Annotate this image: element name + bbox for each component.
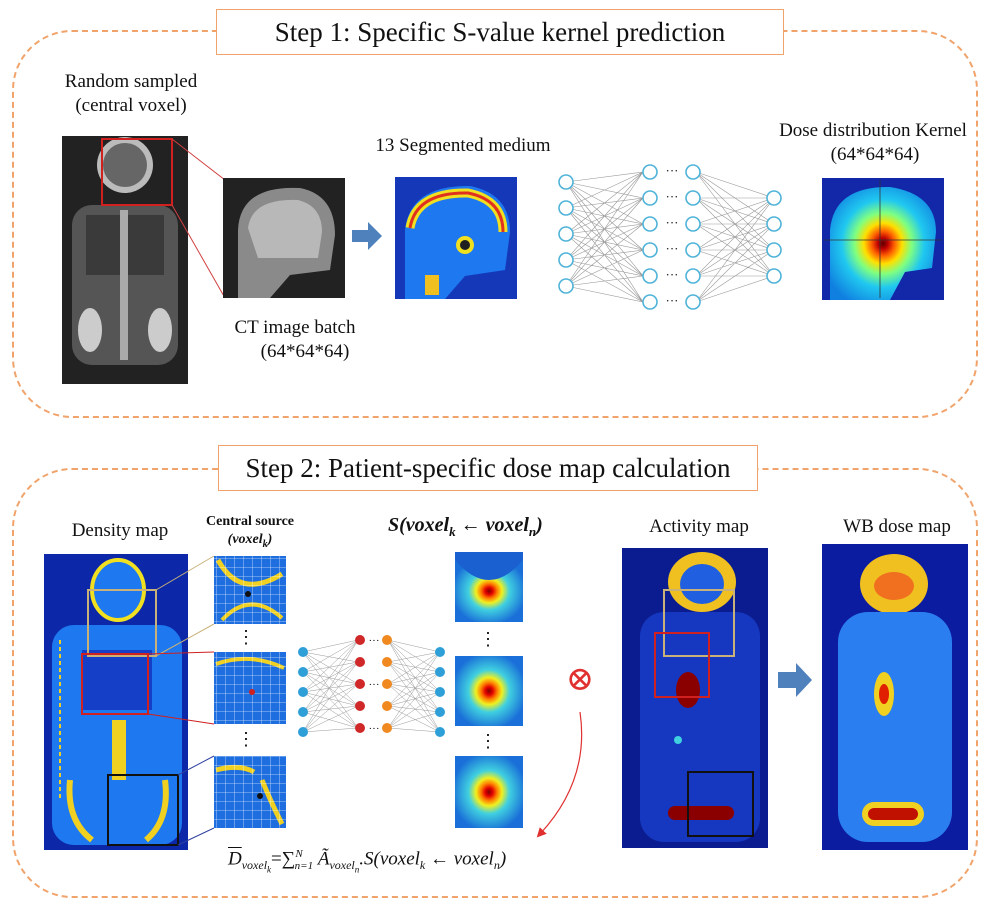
nn1-ellipsis-2: ···	[665, 189, 679, 204]
tile-vdots-2: ⋮	[237, 729, 255, 749]
formula-arrow: ← voxel	[425, 848, 494, 870]
activity-map-label: Activity map	[649, 516, 749, 537]
dose-kernel-label: Dose distribution Kernel	[779, 120, 967, 141]
neural-network-step2-nodes	[298, 635, 445, 737]
central-source-tile-2	[214, 652, 286, 724]
s-value-tile-3	[455, 756, 523, 828]
ct-batch-label: CT image batch	[234, 317, 356, 338]
s-value-tile-1	[455, 552, 523, 622]
neural-network-step2	[302, 639, 441, 733]
ct-batch-size-label: (64*64*64)	[260, 341, 350, 362]
density-box-tan	[87, 589, 157, 657]
wb-dose-map-image	[822, 544, 968, 850]
dose-formula: Dvoxelk=∑Nn=1 Ãvoxeln.S(voxelk ← voxeln)	[228, 848, 506, 875]
ct-batch-image	[223, 178, 345, 298]
formula-sum-sub: n=1	[294, 860, 314, 873]
s-formula-arrow: ← voxel	[455, 514, 529, 536]
nn2-ellipsis-2: ···	[368, 679, 380, 691]
formula-lhs-sub: voxel	[241, 858, 268, 873]
step1-title: Step 1: Specific S-value kernel predicti…	[216, 9, 784, 55]
formula-k: k	[419, 858, 426, 873]
tile-vdots-1: ⋮	[237, 627, 255, 647]
random-sampled-label: Random sampled	[64, 71, 198, 92]
formula-a: Ã	[317, 848, 330, 870]
activity-box-tan	[663, 589, 735, 657]
formula-close: )	[499, 848, 507, 870]
density-box-black	[107, 774, 179, 846]
s-value-tile-2	[455, 656, 523, 726]
formula-sum-sup: N	[295, 848, 303, 860]
nn2-ellipsis-3: ···	[368, 723, 380, 735]
wb-dose-map-label: WB dose map	[843, 516, 951, 537]
central-source-label: Central source	[206, 514, 294, 529]
nn2-ellipsis-1: ···	[368, 635, 380, 647]
s-formula-close: )	[536, 514, 543, 536]
activity-box-red	[654, 632, 710, 698]
nn1-ellipsis-3: ···	[665, 215, 679, 230]
formula-a-subsub: n	[354, 864, 360, 875]
segmented-medium-label: 13 Segmented medium	[375, 135, 551, 156]
central-source-voxel-sub: k	[262, 538, 268, 550]
s-formula-k: k	[449, 524, 456, 539]
step1-arrow-1	[352, 222, 382, 250]
density-map-label: Density map	[71, 520, 169, 541]
formula-lhs-subsub: k	[267, 864, 272, 875]
dose-kernel-image	[822, 178, 944, 300]
nn1-ellipsis-5: ···	[665, 267, 679, 282]
red-curved-arrow	[536, 711, 583, 838]
otimes-symbol: ⊗	[565, 661, 595, 698]
s-tile-vdots-1: ⋮	[479, 629, 497, 649]
sample-box-red	[101, 138, 173, 206]
formula-rhs: =∑	[271, 848, 296, 870]
segmented-medium-image	[395, 177, 517, 299]
density-map-image	[44, 554, 188, 850]
central-voxel-label: (central voxel)	[75, 95, 187, 116]
dose-kernel-size-label: (64*64*64)	[830, 144, 920, 165]
nn1-ellipsis-4: ···	[665, 241, 679, 256]
nn1-ellipsis-1: ···	[665, 163, 679, 178]
neural-network-step1-nodes	[558, 164, 782, 310]
formula-dot-s: .S(voxel	[359, 848, 420, 870]
nn1-ellipsis-6: ···	[665, 293, 679, 308]
s-formula-n: n	[528, 524, 537, 539]
step2-title: Step 2: Patient-specific dose map calcul…	[218, 445, 758, 491]
s-value-formula: S(voxelk ← voxeln)	[388, 514, 543, 540]
central-source-tile-3	[214, 756, 286, 828]
formula-lhs: D	[228, 848, 242, 870]
s-formula-text: S(voxel	[388, 514, 450, 536]
neural-network-step1	[565, 171, 775, 303]
s-tile-vdots-2: ⋮	[479, 731, 497, 751]
central-source-tile-1	[214, 556, 286, 624]
step2-arrow	[778, 663, 812, 697]
central-source-voxel-label: (voxelk)	[227, 532, 273, 550]
whole-body-ct-image	[62, 136, 188, 384]
central-source-voxel-text: (voxel	[227, 532, 263, 547]
formula-a-sub: voxel	[329, 858, 355, 873]
formula-n: n	[493, 858, 500, 873]
density-box-red	[81, 653, 149, 715]
activity-box-black	[687, 771, 754, 837]
